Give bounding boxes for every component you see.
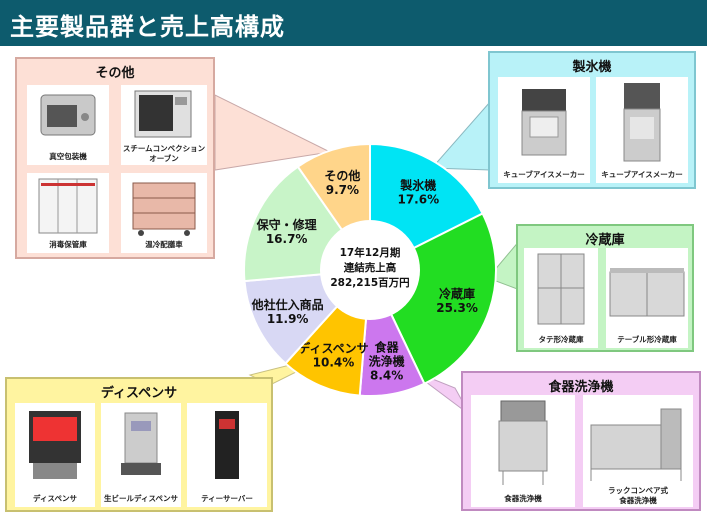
- page-title: 主要製品群と売上高構成: [10, 13, 285, 41]
- caption-dispenser: ディスペンサ: [33, 493, 77, 503]
- product-tea-server: ティーサーバー: [187, 403, 267, 507]
- product-steam-oven: スチームコンベクションオーブン: [121, 85, 207, 165]
- caption-conveyor-dishwasher: ラックコンベア式食器洗浄機: [608, 486, 668, 505]
- caption-tea-server: ティーサーバー: [201, 493, 253, 503]
- caption-table-fridge: テーブル形冷蔵庫: [617, 334, 677, 344]
- product-conveyor-dishwasher: ラックコンベア式食器洗浄機: [583, 395, 693, 507]
- panel-sonota-title: その他: [95, 66, 135, 81]
- product-dispenser: ディスペンサ: [15, 403, 95, 507]
- caption-beer-dispenser: 生ビールディスペンサ: [104, 493, 178, 503]
- product-upright-fridge: タテ形冷蔵庫: [524, 248, 598, 348]
- caption-meal-cart: 温冷配膳車: [145, 239, 183, 249]
- pie-center-hole: [320, 220, 420, 320]
- panel-reizoko: 冷蔵庫 タテ形冷蔵庫 テーブル形冷蔵庫: [516, 224, 694, 352]
- panel-shokki-title: 食器洗浄機: [548, 380, 614, 395]
- panel-reizoko-title: 冷蔵庫: [585, 233, 625, 248]
- product-cube-ice-maker-1: キューブアイスメーカー: [498, 77, 590, 183]
- caption-cube-ice-maker-1: キューブアイスメーカー: [503, 169, 585, 179]
- caption-dishwasher: 食器洗浄機: [504, 493, 542, 503]
- panel-dispenser-title: ディスペンサ: [100, 386, 178, 401]
- caption-steam-oven: スチームコンベクションオーブン: [122, 144, 206, 163]
- product-beer-dispenser: 生ビールディスペンサ: [101, 403, 181, 507]
- panel-seihyoki: 製氷機 キューブアイスメーカー キューブアイスメーカー: [488, 51, 696, 189]
- product-table-fridge: テーブル形冷蔵庫: [606, 248, 688, 348]
- product-cube-ice-maker-2: キューブアイスメーカー: [596, 77, 688, 183]
- panel-sonota: その他 真空包装機 スチームコンベクションオーブン 消毒保管庫 温冷配膳車: [15, 57, 215, 259]
- product-meal-cart: 温冷配膳車: [121, 173, 207, 253]
- product-vacuum-packer: 真空包装機: [27, 85, 109, 165]
- panel-dispenser: ディスペンサ ディスペンサ 生ビールディスペンサ ティーサーバー: [5, 377, 273, 512]
- product-dishwasher: 食器洗浄機: [471, 395, 575, 507]
- title-bar: 主要製品群と売上高構成: [0, 0, 707, 46]
- caption-vacuum-packer: 真空包装機: [49, 151, 87, 161]
- panel-shokki: 食器洗浄機 食器洗浄機 ラックコンベア式食器洗浄機: [461, 371, 701, 511]
- product-disinfect-cabinet: 消毒保管庫: [27, 173, 109, 253]
- caption-cube-ice-maker-2: キューブアイスメーカー: [601, 169, 683, 179]
- caption-upright-fridge: タテ形冷蔵庫: [538, 334, 584, 344]
- panel-seihyoki-title: 製氷機: [572, 60, 612, 75]
- caption-disinfect-cabinet: 消毒保管庫: [49, 239, 87, 249]
